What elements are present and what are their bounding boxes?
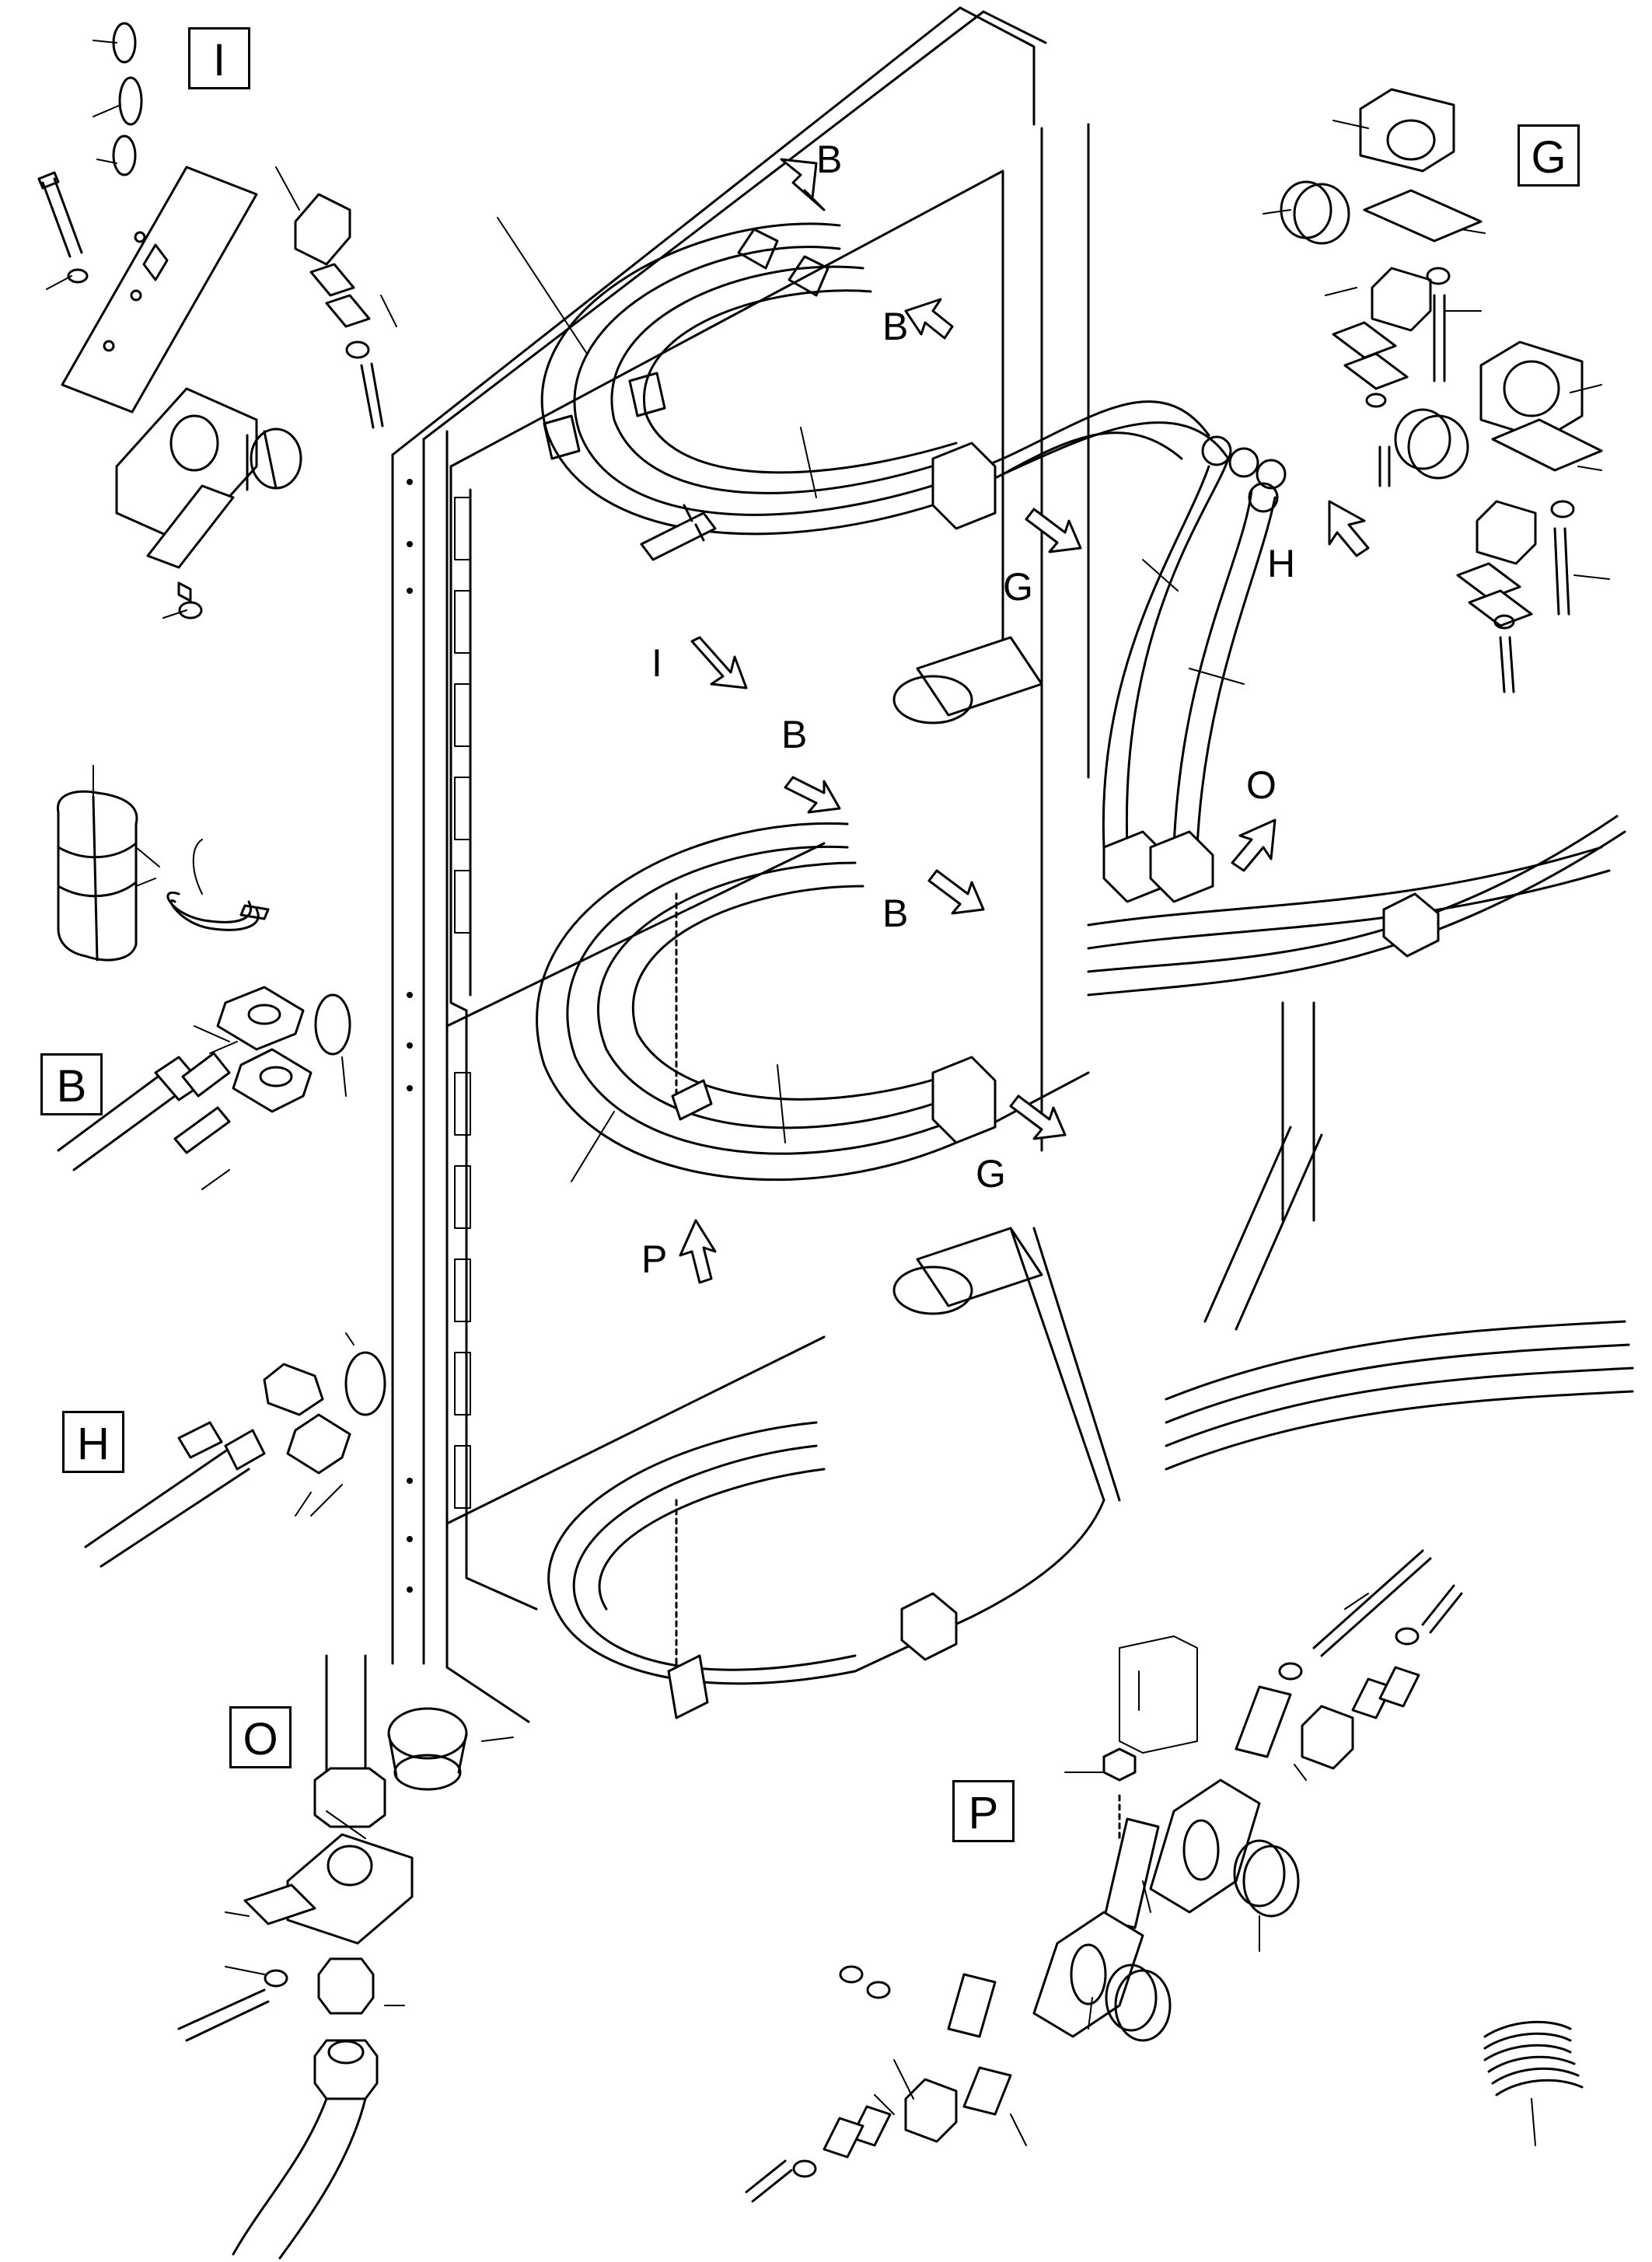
callout-O: O bbox=[1246, 763, 1277, 807]
detail-label-O: O bbox=[229, 1706, 292, 1768]
detail-label-B: B bbox=[40, 1053, 103, 1115]
detail-G-parts bbox=[1263, 88, 1610, 693]
callout-B-top: B bbox=[816, 138, 843, 181]
detail-label-G: G bbox=[1518, 124, 1580, 187]
callout-I: I bbox=[651, 641, 662, 685]
detail-label-I: I bbox=[188, 27, 250, 89]
callout-P: P bbox=[641, 1237, 668, 1281]
callout-H: H bbox=[1267, 542, 1296, 585]
callout-arrows bbox=[679, 158, 1370, 1284]
frame-structure bbox=[391, 6, 1245, 1723]
callout-B-upper: B bbox=[882, 305, 909, 348]
detail-I-parts bbox=[37, 22, 397, 620]
detail-B-parts bbox=[57, 986, 351, 1190]
callout-G-upper: G bbox=[1003, 565, 1033, 609]
detail-H-parts bbox=[84, 1332, 386, 1568]
detail-P-parts bbox=[745, 1549, 1584, 2203]
sleeve-and-tie-parts bbox=[57, 765, 270, 962]
callout-G-lower: G bbox=[976, 1152, 1006, 1196]
detail-label-P: P bbox=[952, 1780, 1015, 1842]
detail-O-parts bbox=[177, 1654, 514, 2260]
middle-hose-loops bbox=[536, 636, 1634, 1471]
callout-B-lower: B bbox=[882, 892, 909, 935]
detail-label-H: H bbox=[62, 1411, 124, 1473]
upper-hose-loops bbox=[541, 222, 1287, 849]
callout-B-middle: B bbox=[781, 713, 808, 756]
lower-hose-loops bbox=[547, 1227, 1121, 1719]
